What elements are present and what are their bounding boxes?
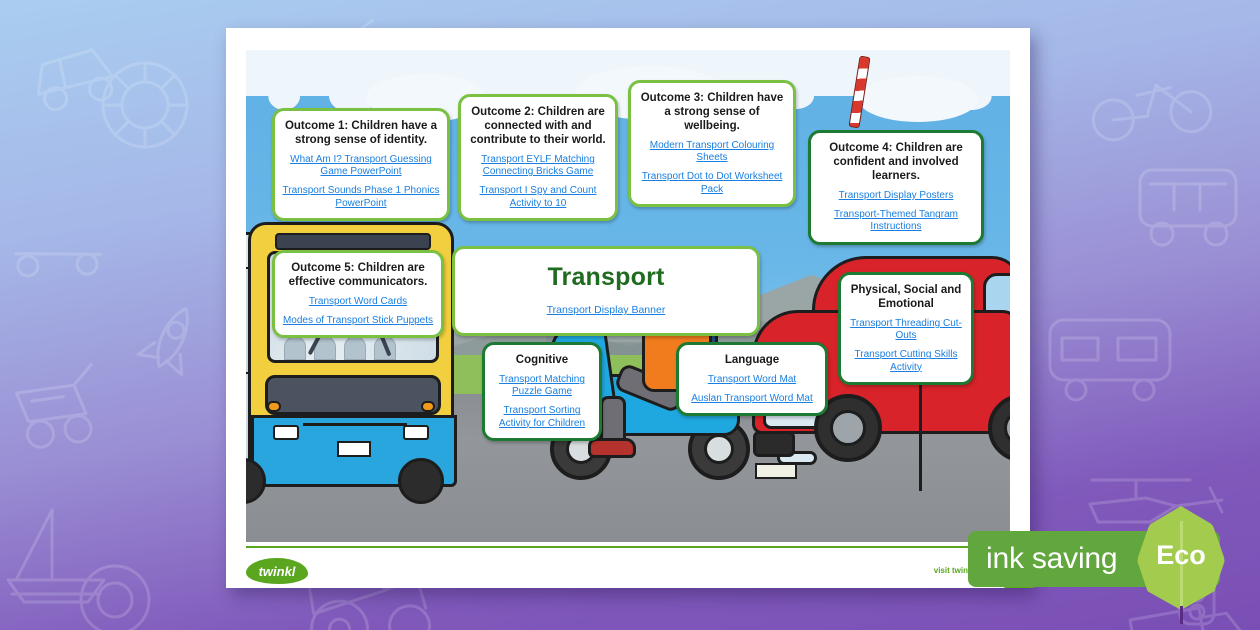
card-main-topic: Transport Transport Display Banner — [452, 246, 760, 336]
rider-shin — [600, 396, 626, 446]
card-link[interactable]: Transport Sounds Phase 1 Phonics PowerPo… — [282, 185, 440, 209]
twinkl-logo[interactable]: twinkl — [246, 558, 308, 584]
cloud — [858, 76, 978, 122]
card-link[interactable]: Transport Threading Cut-Outs — [850, 318, 962, 342]
eco-label: Eco — [1156, 539, 1206, 570]
card-heading: Outcome 4: Children are confident and in… — [829, 142, 963, 183]
bus-indicator — [421, 401, 435, 412]
car-door-seam — [919, 375, 922, 491]
bus-bumper — [265, 375, 441, 415]
bus-indicator — [267, 401, 281, 412]
poster-footer: twinkl visit twinkl.com.a in — [246, 546, 1036, 592]
card-cognitive: Cognitive Transport Matching Puzzle Game… — [482, 342, 602, 441]
card-link[interactable]: Transport Cutting Skills Activity — [854, 349, 958, 373]
card-link[interactable]: Transport Matching Puzzle Game — [499, 374, 585, 398]
card-link[interactable]: Transport Word Mat — [707, 374, 797, 386]
card-heading: Language — [724, 354, 780, 366]
bus-headlight — [403, 425, 429, 440]
card-link[interactable]: What Am I? Transport Guessing Game Power… — [290, 154, 432, 178]
card-link[interactable]: Auslan Transport Word Mat — [691, 393, 813, 405]
card-link[interactable]: Transport Dot to Dot Worksheet Pack — [641, 171, 783, 195]
card-heading: Cognitive — [515, 354, 569, 366]
eco-leaf-icon: Eco — [1137, 506, 1225, 624]
wheel-hub — [830, 410, 866, 446]
logo-wordmark: twinkl — [258, 563, 296, 579]
card-heading: Physical, Social and Emotional — [850, 284, 962, 311]
ink-saving-label: ink saving — [986, 542, 1118, 575]
card-heading: Outcome 1: Children have a strong sense … — [284, 120, 438, 147]
card-link[interactable]: Transport Display Posters — [838, 190, 954, 202]
leaf-stem — [1179, 605, 1183, 624]
car-number-plate — [755, 463, 797, 479]
rider-shoe — [588, 438, 636, 458]
card-outcome-2: Outcome 2: Children are connected with a… — [458, 94, 618, 221]
card-link[interactable]: Transport-Themed Tangram Instructions — [834, 209, 958, 233]
card-language: Language Transport Word Mat Auslan Trans… — [676, 342, 828, 417]
card-heading: Outcome 2: Children are connected with a… — [470, 106, 606, 147]
main-topic-link[interactable]: Transport Display Banner — [546, 304, 666, 316]
card-link[interactable]: Transport I Spy and Count Activity to 10 — [479, 185, 597, 209]
bus-grille — [303, 423, 407, 426]
logo-blob-shape — [246, 558, 308, 584]
bus-wheel — [398, 458, 444, 504]
card-outcome-1: Outcome 1: Children have a strong sense … — [272, 108, 450, 221]
visit-url-text: visit twinkl.com.a — [933, 566, 1000, 575]
bus-seat — [344, 336, 366, 360]
footer-divider — [246, 546, 1010, 548]
bus-number-plate — [337, 441, 371, 457]
card-outcome-5: Outcome 5: Children are effective commun… — [272, 250, 444, 339]
wheel-hub — [1004, 410, 1010, 446]
bus-seat — [284, 336, 306, 360]
card-link[interactable]: Transport Sorting Activity for Children — [498, 405, 586, 429]
poster-sheet: Outcome 1: Children have a strong sense … — [226, 28, 1036, 588]
leaf-vein — [1179, 520, 1183, 610]
bus-destination-board — [275, 233, 431, 250]
card-outcome-4: Outcome 4: Children are confident and in… — [808, 130, 984, 245]
card-heading: Outcome 5: Children are effective commun… — [288, 262, 428, 289]
card-outcome-3: Outcome 3: Children have a strong sense … — [628, 80, 796, 207]
card-link[interactable]: Modes of Transport Stick Puppets — [282, 315, 434, 327]
card-heading: Outcome 3: Children have a strong sense … — [640, 92, 784, 133]
card-link[interactable]: Transport Word Cards — [308, 296, 408, 308]
card-link[interactable]: Modern Transport Colouring Sheets — [649, 140, 775, 164]
car-grille — [753, 431, 795, 457]
bus-headlight — [273, 425, 299, 440]
card-link[interactable]: Transport EYLF Matching Connecting Brick… — [481, 154, 595, 178]
poster-artwork: Outcome 1: Children have a strong sense … — [246, 50, 1010, 542]
poster-title: Transport — [547, 263, 665, 291]
card-physical-social-emotional: Physical, Social and Emotional Transport… — [838, 272, 974, 385]
wheel-rim — [704, 434, 734, 464]
